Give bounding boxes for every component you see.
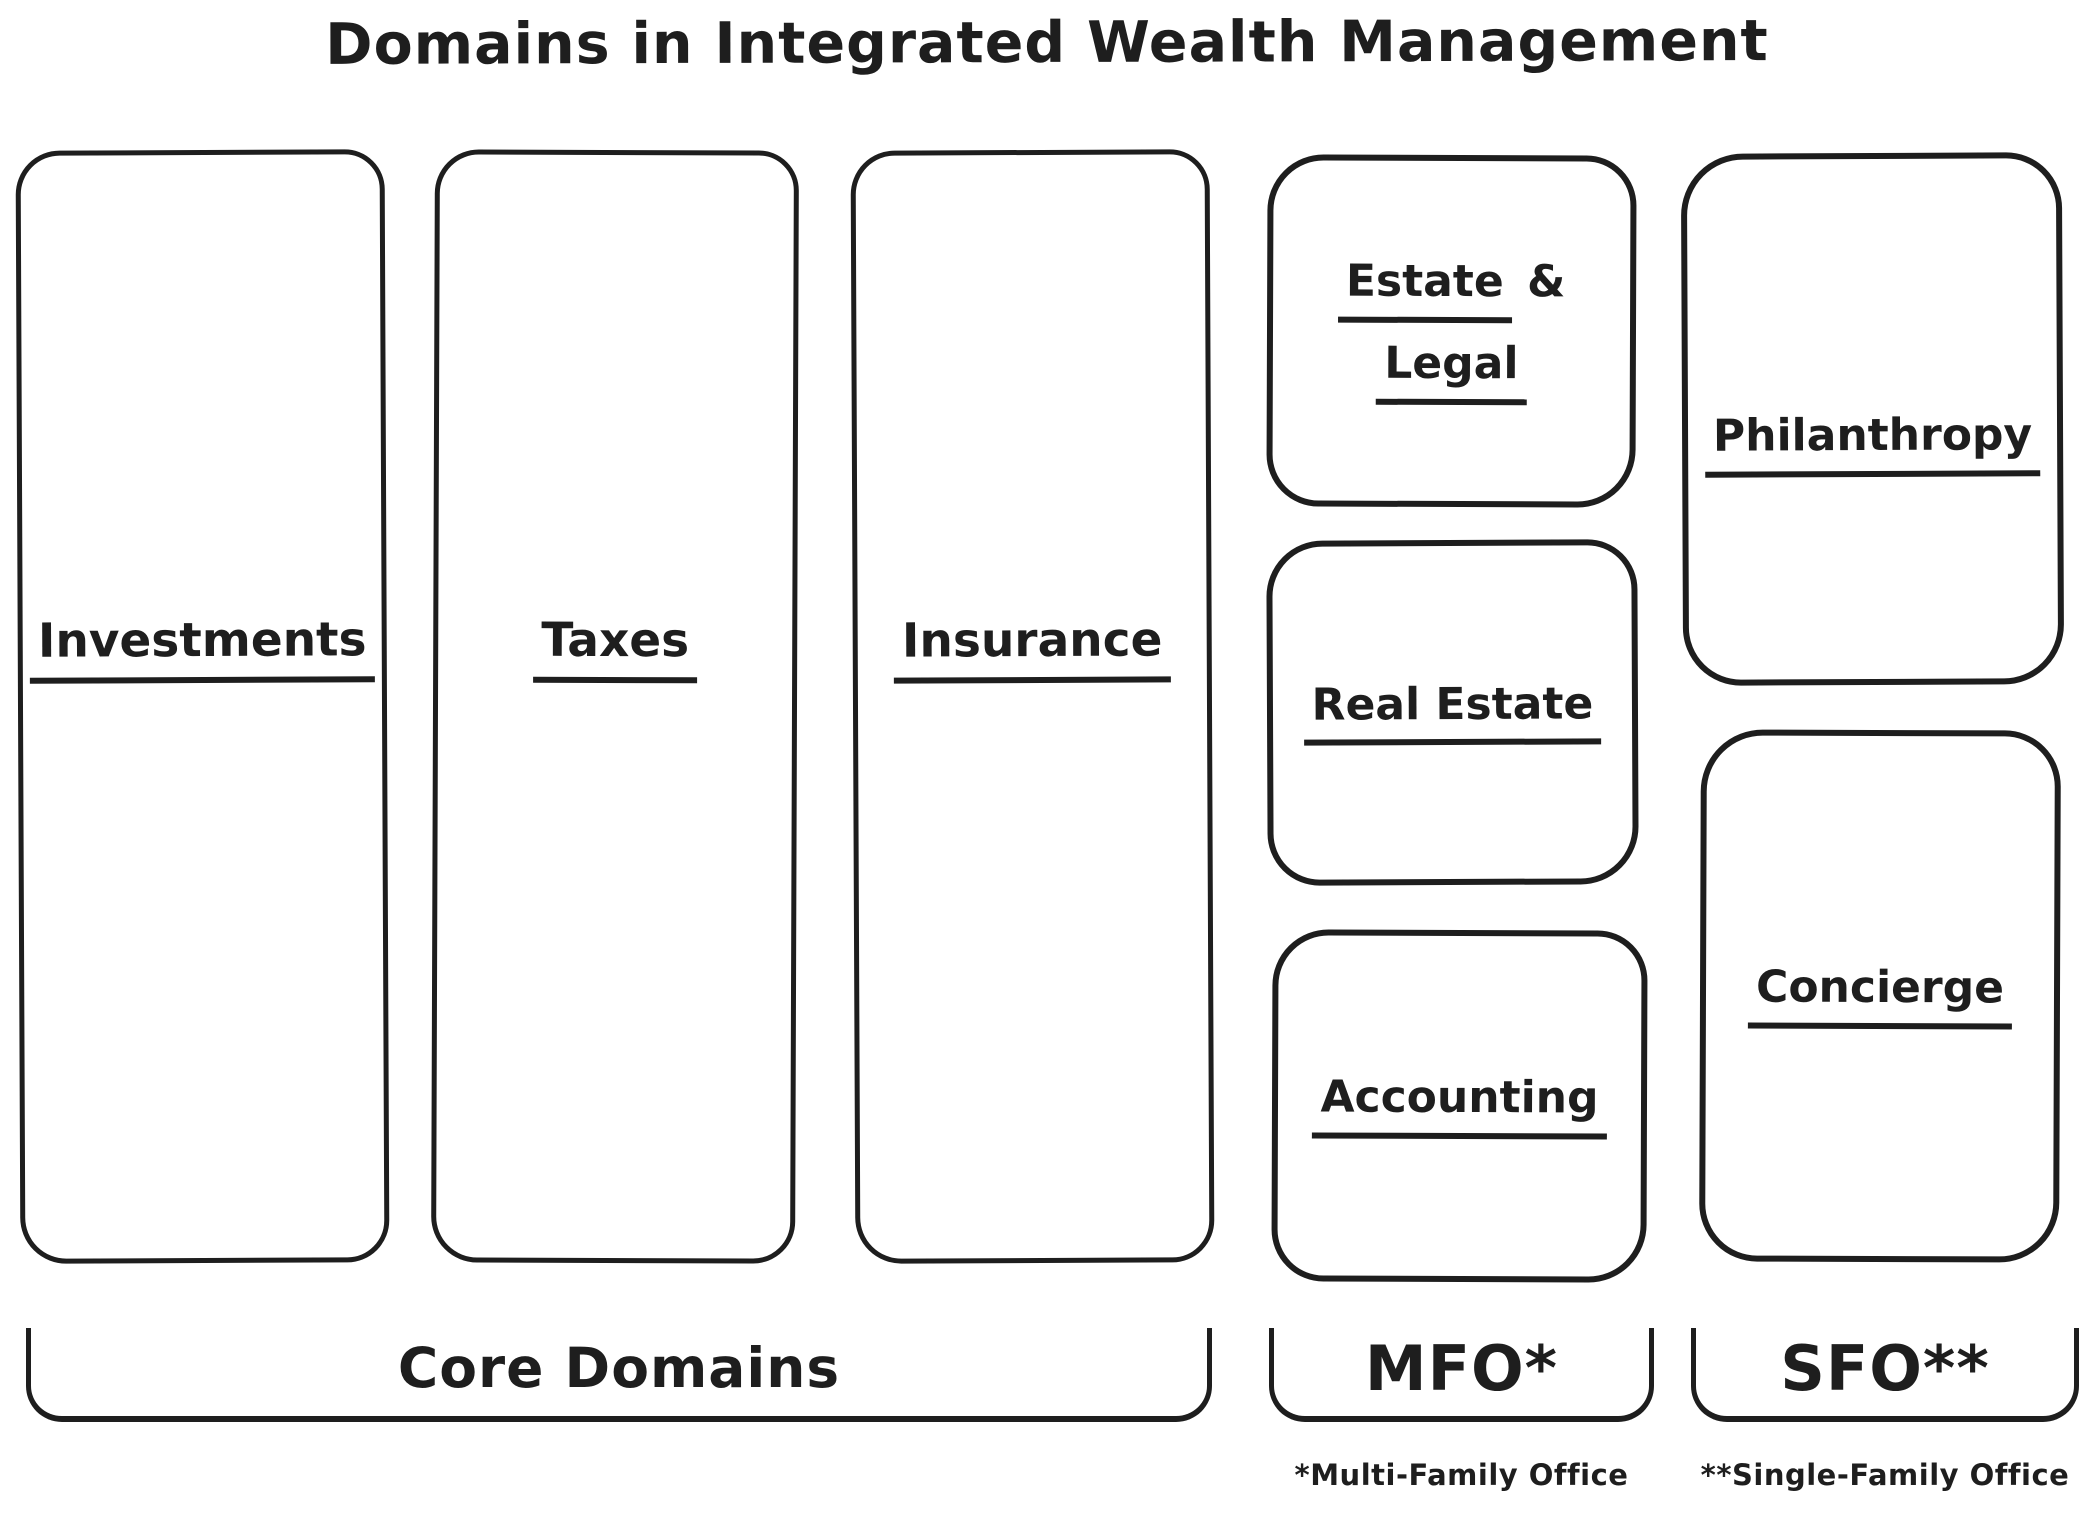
box-real-estate: Real Estate <box>1266 539 1639 886</box>
box-insurance-label: Insurance <box>893 612 1171 684</box>
mfo-bracket: MFO* <box>1269 1328 1654 1422</box>
box-investments: Investments <box>15 149 390 1264</box>
estate-legal-line1: Estate & <box>1337 256 1566 324</box>
box-estate-legal-label: Estate & Legal <box>1337 256 1566 405</box>
estate-legal-line2: Legal <box>1376 338 1527 405</box>
mfo-footnote: *Multi-Family Office <box>1294 1458 1629 1492</box>
sfo-footnote: **Single-Family Office <box>1700 1458 2070 1492</box>
core-domains-bracket-label: Core Domains <box>397 1336 841 1400</box>
diagram-title: Domains in Integrated Wealth Management <box>325 8 1769 78</box>
box-estate-legal: Estate & Legal <box>1266 154 1637 508</box>
box-concierge: Concierge <box>1699 729 2061 1263</box>
box-taxes-label: Taxes <box>533 613 698 684</box>
box-accounting-label: Accounting <box>1312 1072 1607 1140</box>
core-domains-bracket: Core Domains <box>26 1328 1212 1422</box>
box-accounting: Accounting <box>1271 929 1648 1283</box>
mfo-bracket-label: MFO* <box>1364 1331 1559 1405</box>
box-insurance: Insurance <box>850 149 1215 1264</box>
box-philanthropy: Philanthropy <box>1680 152 2065 686</box>
box-investments-label: Investments <box>29 612 375 684</box>
box-concierge-label: Concierge <box>1747 962 2013 1030</box>
box-real-estate-label: Real Estate <box>1303 678 1602 746</box>
sfo-bracket: SFO** <box>1691 1328 2079 1422</box>
box-taxes: Taxes <box>431 149 799 1264</box>
sfo-bracket-label: SFO** <box>1780 1331 1990 1405</box>
box-philanthropy-label: Philanthropy <box>1704 410 2041 478</box>
